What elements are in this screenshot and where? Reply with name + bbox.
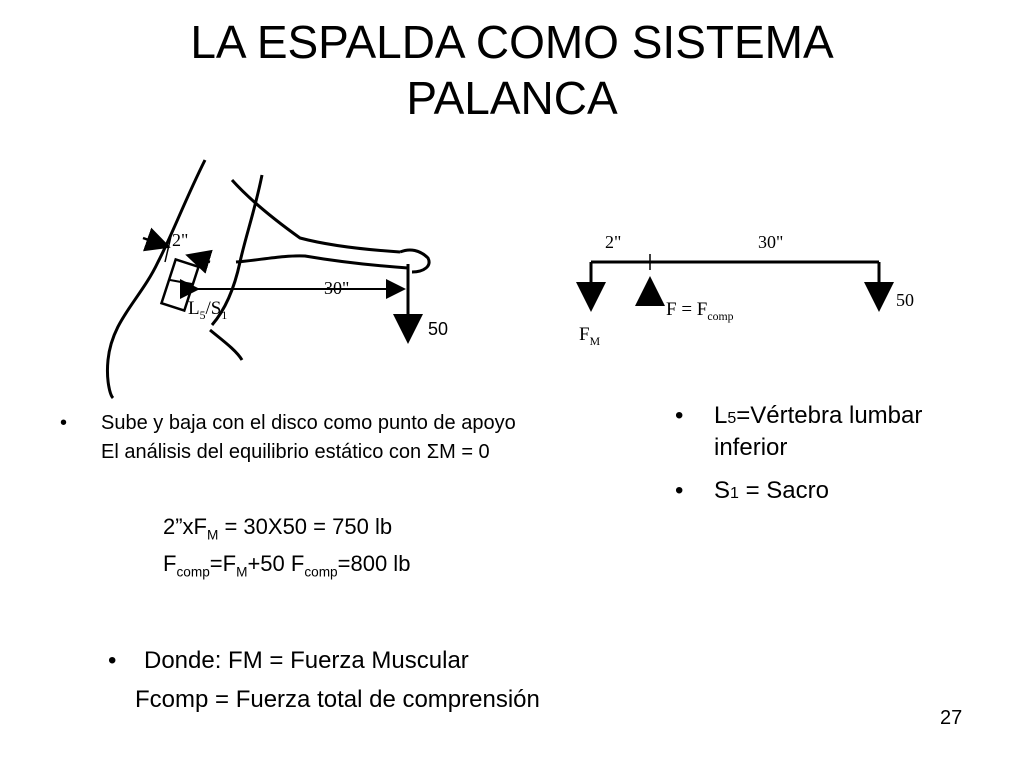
slide-title-line-1: LA ESPALDA COMO SISTEMA xyxy=(190,16,834,68)
definition-line-1: Donde: FM = Fuerza Muscular xyxy=(144,647,469,674)
equation-compression: Fcomp=FM+50 Fcomp=800 lb xyxy=(163,551,411,580)
equation-moment: 2”xFM = 30X50 = 750 lb xyxy=(163,514,393,543)
right-label-fm: FM xyxy=(579,324,601,348)
definition-line-2: Fcomp = Fuerza total de comprensión xyxy=(135,686,540,713)
left-label-l5-s1: L5/S1 xyxy=(188,298,228,322)
bullet-dot-left: • xyxy=(60,412,68,434)
slide-title-line-2: PALANCA xyxy=(406,72,618,124)
right-label-f-comp: F = Fcomp xyxy=(666,299,734,323)
left-label-2in: 2" xyxy=(172,230,189,250)
bullet-right-item-1-line-2: inferior xyxy=(714,434,788,461)
right-label-load: 50 xyxy=(896,290,914,310)
bullet-dot-definitions: • xyxy=(108,647,117,674)
bullet-left-line-2: El análisis del equilibrio estático con … xyxy=(101,441,490,463)
right-label-30in: 30" xyxy=(758,232,784,252)
bullet-dot-right-1: • xyxy=(675,402,684,429)
dimension-2in-arrow-left xyxy=(142,227,171,252)
body-outline xyxy=(106,159,431,400)
left-label-30in: 30" xyxy=(324,278,350,298)
bullet-dot-right-2: • xyxy=(675,477,684,504)
dimension-2in-arrow-right xyxy=(185,249,213,274)
bullet-right-item-1: L5=Vértebra lumbar xyxy=(714,402,923,429)
right-label-2in: 2" xyxy=(605,232,622,252)
slide-title: LA ESPALDA COMO SISTEMA PALANCA xyxy=(0,14,1024,126)
left-label-load: 50 xyxy=(428,319,449,339)
bullet-left-line-1: Sube y baja con el disco como punto de a… xyxy=(101,412,516,434)
bullet-right-item-2: S1 = Sacro xyxy=(714,477,829,504)
page-number: 27 xyxy=(940,707,963,729)
